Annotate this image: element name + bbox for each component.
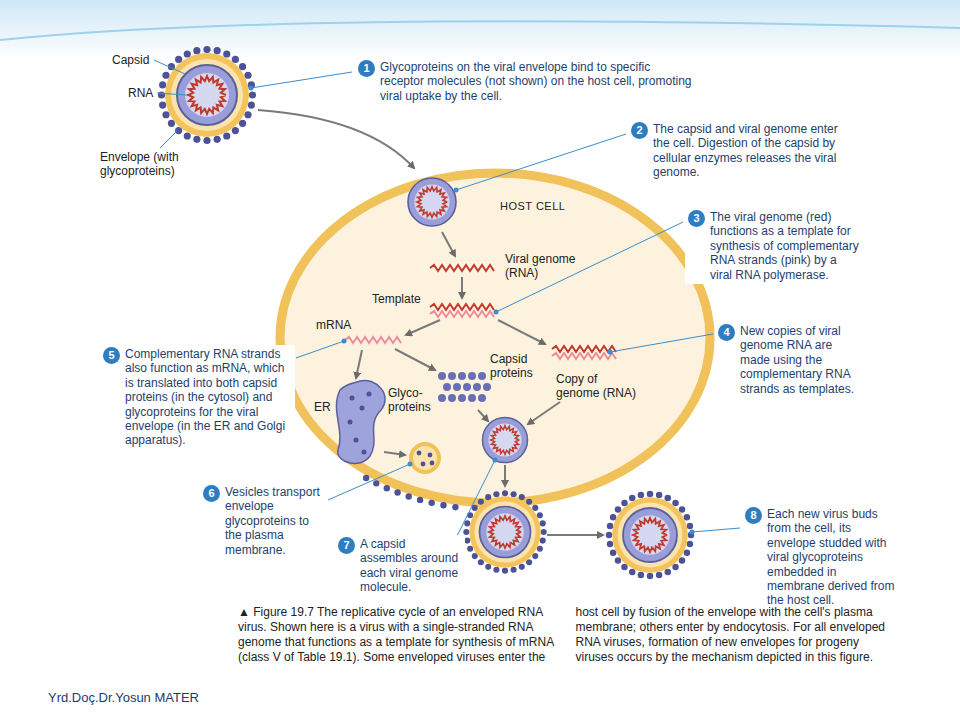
rna-strand bbox=[552, 346, 616, 352]
callout-box: 7 A capsid assembles around each viral ge… bbox=[335, 535, 465, 597]
host-cell bbox=[280, 173, 710, 503]
vesicle-glycoproteins bbox=[417, 451, 435, 467]
callout-text: Glycoproteins on the viral envelope bind… bbox=[380, 60, 697, 103]
rna-strands bbox=[345, 265, 616, 359]
figure-caption: ▲ Figure 19.7 The replicative cycle of a… bbox=[238, 605, 895, 665]
virus bbox=[606, 491, 694, 579]
capsid-protein bbox=[478, 372, 486, 380]
callout-number: 4 bbox=[718, 324, 735, 341]
capsid-protein bbox=[438, 394, 446, 402]
rna-strand bbox=[430, 311, 494, 317]
membrane-glycoprotein bbox=[428, 500, 434, 506]
callout-number: 7 bbox=[338, 537, 355, 554]
membrane-glycoproteins bbox=[363, 475, 459, 511]
capsid-protein bbox=[483, 383, 491, 391]
part-label: mRNA bbox=[316, 318, 351, 332]
part-label: RNA bbox=[128, 86, 153, 100]
callout-number: 1 bbox=[358, 60, 375, 77]
capsid-protein bbox=[458, 394, 466, 402]
footer-text: Yrd.Doç.Dr.Yosun MATER bbox=[48, 690, 199, 705]
part-label: Glyco-proteins bbox=[388, 386, 442, 415]
capsid bbox=[408, 178, 456, 226]
capsid-protein bbox=[453, 383, 461, 391]
callout-text: The viral genome (red) functions as a te… bbox=[710, 210, 860, 282]
callout-text: Vesicles transport envelope glycoprotein… bbox=[225, 485, 322, 557]
process-arrows bbox=[258, 110, 603, 535]
er-glycoproteins bbox=[348, 392, 372, 455]
vesicle bbox=[411, 444, 439, 472]
part-label: ER bbox=[314, 400, 331, 414]
part-label: Envelope (with glycoproteins) bbox=[100, 150, 200, 179]
rna-strand bbox=[552, 353, 616, 359]
callout-text: The capsid and viral genome enter the ce… bbox=[653, 122, 847, 180]
capsid-protein bbox=[448, 372, 456, 380]
capsid-protein bbox=[443, 383, 451, 391]
rna-strand bbox=[345, 337, 401, 343]
budding-virus bbox=[463, 490, 546, 573]
membrane-glycoprotein bbox=[440, 502, 446, 508]
callout-box: 2 The capsid and viral genome enter the c… bbox=[628, 120, 850, 182]
callout-text: Complementary RNA strands also function … bbox=[125, 347, 292, 448]
membrane-glycoprotein bbox=[406, 493, 412, 499]
callout-number: 2 bbox=[631, 122, 648, 139]
er bbox=[336, 380, 385, 463]
capsid-protein bbox=[458, 372, 466, 380]
callout-number: 5 bbox=[103, 347, 120, 364]
part-label: Copy of genome (RNA) bbox=[556, 372, 642, 401]
callout-box: 3 The viral genome (red) functions as a t… bbox=[685, 208, 863, 284]
virus bbox=[158, 46, 256, 144]
callout-number: 8 bbox=[745, 507, 762, 524]
part-label: Viral genome (RNA) bbox=[505, 252, 587, 281]
membrane-glycoprotein bbox=[363, 475, 369, 481]
capsid-protein bbox=[468, 394, 476, 402]
slide-swoosh bbox=[0, 21, 960, 40]
capsid-protein bbox=[478, 394, 486, 402]
capsid-protein bbox=[463, 383, 471, 391]
callout-text: Each new virus buds from the cell, its e… bbox=[767, 507, 897, 608]
callout-text: New copies of viral genome RNA are made … bbox=[740, 324, 862, 396]
capsid-protein bbox=[448, 394, 456, 402]
capsid-protein bbox=[438, 372, 446, 380]
rna-strand bbox=[430, 304, 494, 310]
membrane-glycoprotein bbox=[452, 504, 458, 510]
membrane-glycoprotein bbox=[384, 485, 390, 491]
capsid-protein bbox=[468, 372, 476, 380]
rna-strand bbox=[430, 265, 494, 271]
slide-band bbox=[0, 0, 960, 60]
callout-text: A capsid assembles around each viral gen… bbox=[360, 537, 462, 595]
part-label: Capsid proteins bbox=[490, 352, 554, 381]
callout-box: 6 Vesicles transport envelope glycoprotei… bbox=[200, 483, 325, 559]
callout-box: 1 Glycoproteins on the viral envelope bin… bbox=[355, 58, 700, 105]
callout-number: 3 bbox=[688, 210, 705, 227]
callout-number: 6 bbox=[203, 485, 220, 502]
capsid bbox=[483, 418, 528, 463]
membrane-glycoprotein bbox=[394, 489, 400, 495]
callout-box: 8 Each new virus buds from the cell, its … bbox=[742, 505, 900, 610]
callout-box: 4 New copies of viral genome RNA are made… bbox=[715, 322, 865, 398]
membrane-glycoprotein bbox=[373, 480, 379, 486]
part-label: Template bbox=[372, 292, 421, 306]
part-label: HOST CELL bbox=[500, 200, 565, 213]
capsid-protein bbox=[473, 383, 481, 391]
capsid-proteins bbox=[438, 372, 491, 402]
membrane-glycoprotein bbox=[417, 497, 423, 503]
part-label: Capsid bbox=[112, 53, 149, 67]
callout-box: 5 Complementary RNA strands also function… bbox=[100, 345, 295, 450]
